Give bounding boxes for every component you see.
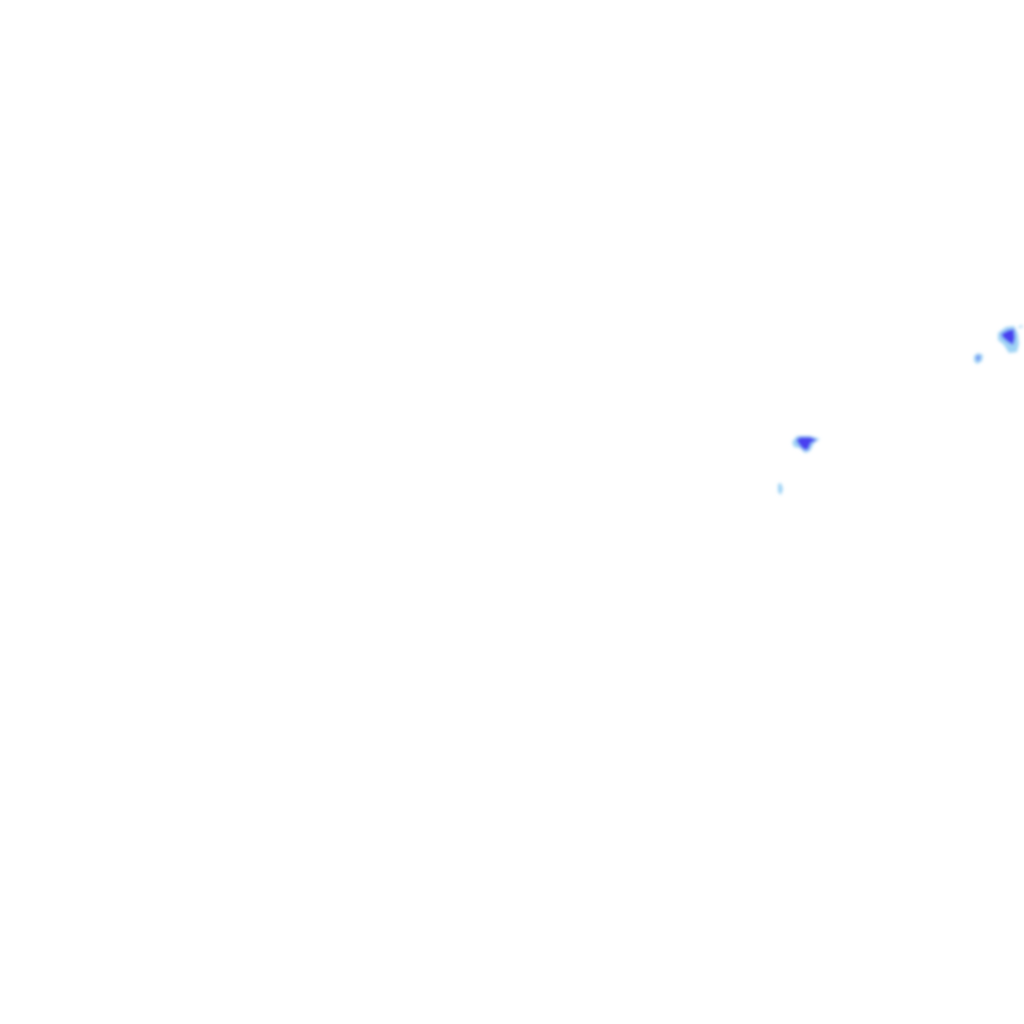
radar-echo-cell-southwest-small: [778, 483, 783, 495]
radar-echo-cell-northeast-small: [974, 353, 983, 364]
radar-echo-cell-central: [792, 436, 820, 453]
radar-echo-cell-northeast: [998, 325, 1023, 353]
